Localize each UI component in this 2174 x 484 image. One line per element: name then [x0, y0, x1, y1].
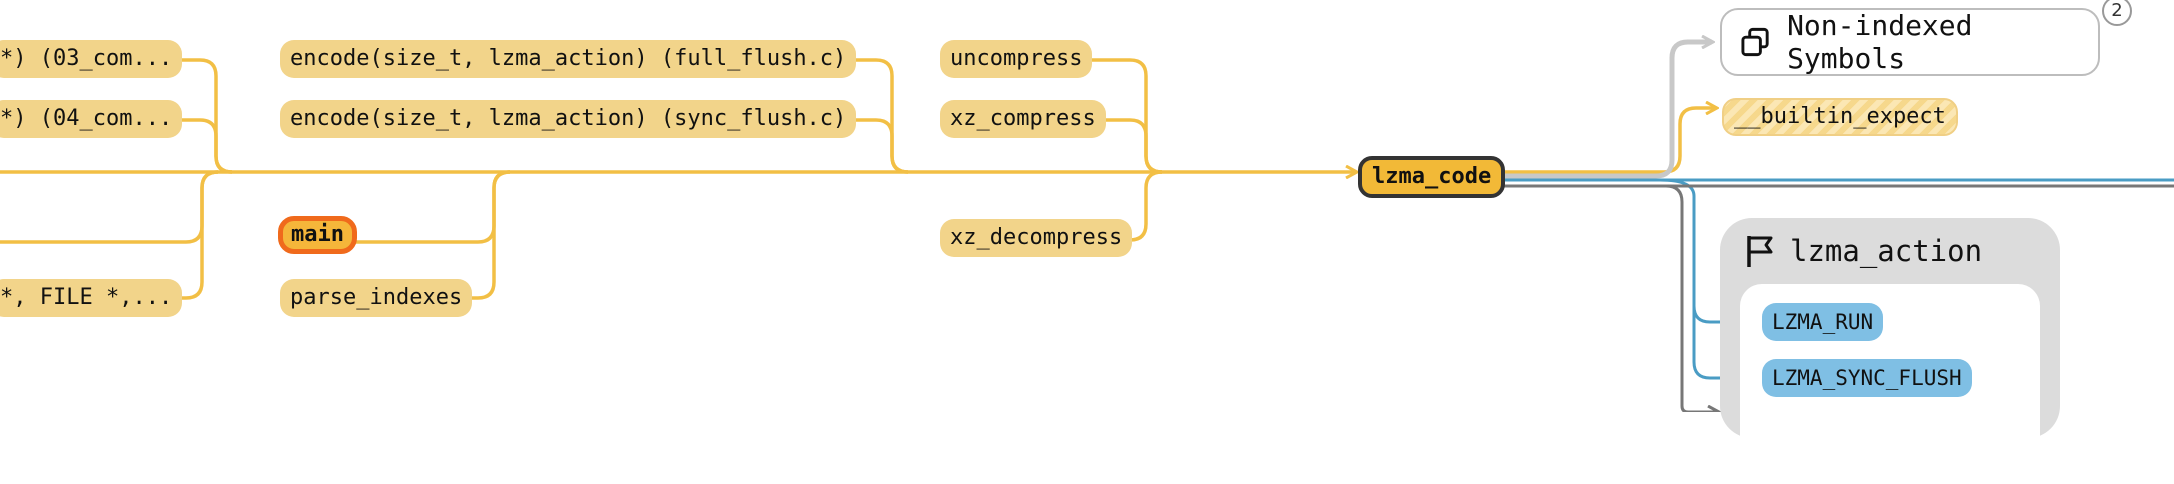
- caller-node-file-fn[interactable]: *, FILE *,...: [0, 279, 183, 317]
- edge-nonindexed: [1500, 42, 1712, 179]
- non-indexed-symbols-label: Non-indexed Symbols: [1787, 9, 1973, 75]
- copy-icon: [1741, 27, 1769, 57]
- enum-node-lzma-sync-flush[interactable]: LZMA_SYNC_FLUSH: [1762, 359, 1972, 397]
- edge-file-fn: [172, 170, 219, 300]
- focus-node-lzma-code[interactable]: lzma_code: [1358, 156, 1506, 198]
- enum-group-header[interactable]: lzma_action: [1744, 234, 1982, 268]
- edge-left-row: [0, 170, 219, 244]
- enum-node-lzma-run[interactable]: LZMA_RUN: [1762, 303, 1884, 341]
- caller-node-03-com[interactable]: *) (03_com...: [0, 40, 183, 78]
- edge-encode-full: [848, 58, 909, 174]
- edge-xz-compress: [1104, 118, 1163, 174]
- caller-node-encode-full-flush[interactable]: encode(size_t, lzma_action) (full_flush.…: [280, 40, 857, 78]
- edges-layer: [0, 0, 2174, 412]
- edge-builtin: [1500, 108, 1716, 174]
- caller-node-xz-decompress[interactable]: xz_decompress: [940, 219, 1133, 257]
- caller-node-encode-sync-flush[interactable]: encode(size_t, lzma_action) (sync_flush.…: [280, 100, 857, 138]
- callee-node-builtin-expect[interactable]: __builtin_expect: [1722, 98, 1958, 136]
- caller-node-xz-compress[interactable]: xz_compress: [940, 100, 1106, 138]
- enum-group-title: lzma_action: [1790, 234, 1983, 268]
- caller-node-04-com[interactable]: *) (04_com...: [0, 100, 183, 138]
- edge-lzma-sync: [1692, 306, 1760, 378]
- edge-com04: [172, 118, 233, 174]
- edge-main: [352, 170, 511, 244]
- flag-icon: [1747, 236, 1773, 267]
- caller-node-main[interactable]: main: [278, 216, 357, 254]
- non-indexed-symbols-box[interactable]: Non-indexed Symbols 2: [1720, 0, 2132, 76]
- non-indexed-count-badge: 2: [2102, 0, 2132, 26]
- caller-node-parse-indexes[interactable]: parse_indexes: [280, 279, 473, 317]
- caller-node-uncompress[interactable]: uncompress: [940, 40, 1093, 78]
- edge-xz-decompress: [1129, 170, 1163, 242]
- edge-parse: [466, 170, 511, 300]
- edge-encode-sync: [848, 118, 909, 174]
